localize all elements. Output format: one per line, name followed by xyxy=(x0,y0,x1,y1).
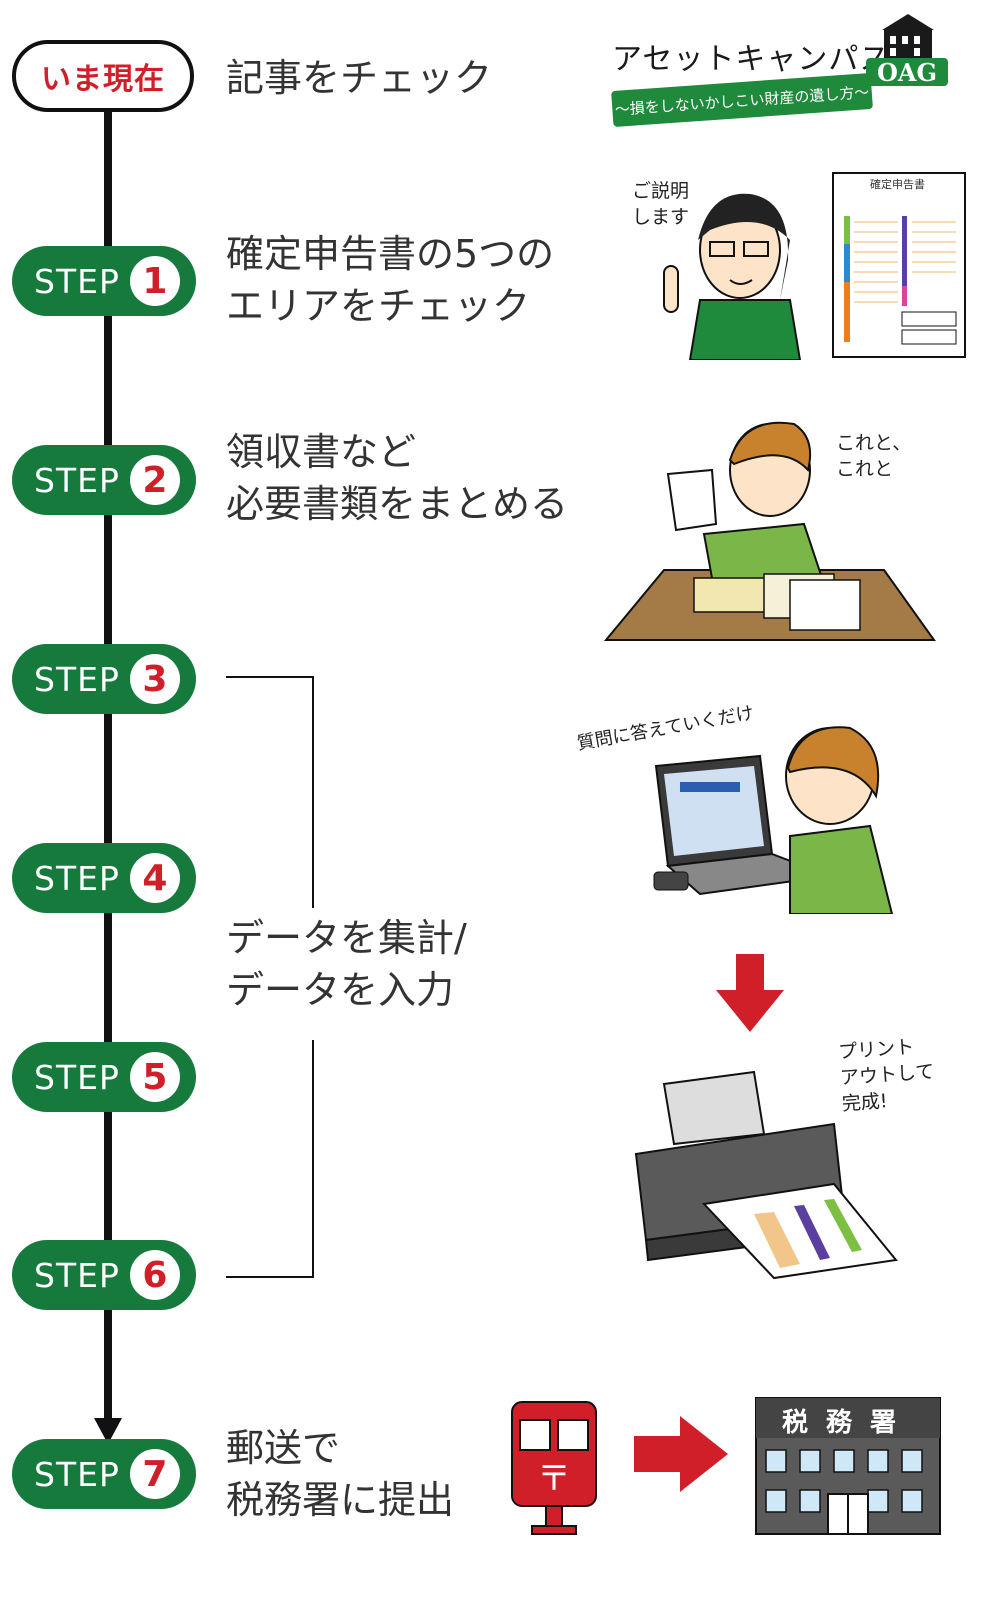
step-number: 4 xyxy=(129,853,180,903)
step-1-label-line-2: エリアをチェック xyxy=(226,284,531,328)
tax-office-sign: 税務署 xyxy=(782,1408,915,1438)
speech-explain-line-2: します xyxy=(632,206,690,228)
mailbox-icon: 〒 xyxy=(511,1401,597,1535)
man-sorting-receipts-illustration xyxy=(604,421,936,641)
step-number: 1 xyxy=(129,256,180,306)
step-7-label: 郵送で 税務署に提出 xyxy=(226,1422,454,1526)
step-number: 5 xyxy=(129,1052,180,1102)
step-7-label-line-2: 税務署に提出 xyxy=(226,1478,455,1522)
printer-illustration xyxy=(634,1070,898,1280)
logo-title: アセットキャンパス xyxy=(612,42,891,77)
step-5-badge: STEP 5 xyxy=(12,1042,196,1112)
current-badge: いま現在 xyxy=(12,40,194,112)
step-6-badge: STEP 6 xyxy=(12,1240,196,1310)
group-bracket-top xyxy=(226,676,314,908)
step-number: 3 xyxy=(129,654,180,704)
group-label-line-2: データを入力 xyxy=(226,968,455,1012)
speech-gather-line-1: これと、 xyxy=(836,432,912,454)
arrow-down-icon xyxy=(716,954,784,1032)
presenter-woman-illustration xyxy=(663,193,802,360)
svg-text:〒: 〒 xyxy=(537,1459,571,1499)
step-2-label-line-1: 領収書など xyxy=(226,430,417,474)
group-label-line-1: データを集計/ xyxy=(226,916,467,960)
step-number: 2 xyxy=(129,455,180,505)
man-using-laptop-illustration xyxy=(653,726,894,914)
group-bracket-bottom xyxy=(226,1040,314,1278)
timeline-line xyxy=(104,110,112,1425)
speech-explain: ご説明 します xyxy=(632,178,689,230)
tax-form-title: 確定申告書 xyxy=(870,178,925,191)
step-word: STEP xyxy=(34,858,120,898)
step-number: 7 xyxy=(129,1449,180,1499)
step-1-badge: STEP 1 xyxy=(12,246,196,316)
step-word: STEP xyxy=(34,1255,120,1295)
logo-mark: OAG xyxy=(866,58,948,87)
step-word: STEP xyxy=(34,659,120,699)
tax-form-illustration xyxy=(832,172,966,358)
step-word: STEP xyxy=(34,1057,120,1097)
arrow-right-icon xyxy=(634,1416,728,1492)
step-number: 6 xyxy=(129,1250,180,1300)
speech-gather-line-2: これと xyxy=(836,458,894,480)
step-7-label-line-1: 郵送で xyxy=(226,1426,341,1470)
step-word: STEP xyxy=(34,261,120,301)
tax-office-building-icon xyxy=(755,1397,941,1535)
school-building-icon xyxy=(882,14,934,60)
step-2-label: 領収書など 必要書類をまとめる xyxy=(226,426,568,530)
step-2-label-line-2: 必要書類をまとめる xyxy=(226,482,569,526)
group-label: データを集計/ データを入力 xyxy=(226,912,467,1016)
step-1-label-line-1: 確定申告書の5つの xyxy=(226,232,555,276)
step-3-badge: STEP 3 xyxy=(12,644,196,714)
step-2-badge: STEP 2 xyxy=(12,445,196,515)
current-badge-label: いま現在 xyxy=(41,62,165,97)
step-7-badge: STEP 7 xyxy=(12,1439,196,1509)
step-word: STEP xyxy=(34,1454,120,1494)
step-1-label: 確定申告書の5つの エリアをチェック xyxy=(226,228,554,332)
current-step-label: 記事をチェック xyxy=(226,56,493,100)
step-word: STEP xyxy=(34,460,120,500)
step-4-badge: STEP 4 xyxy=(12,843,196,913)
logo-subtitle: 〜損をしないかしこい財産の遺し方〜 xyxy=(611,72,873,128)
speech-gather: これと、 これと xyxy=(836,430,911,482)
speech-explain-line-1: ご説明 xyxy=(632,180,690,202)
